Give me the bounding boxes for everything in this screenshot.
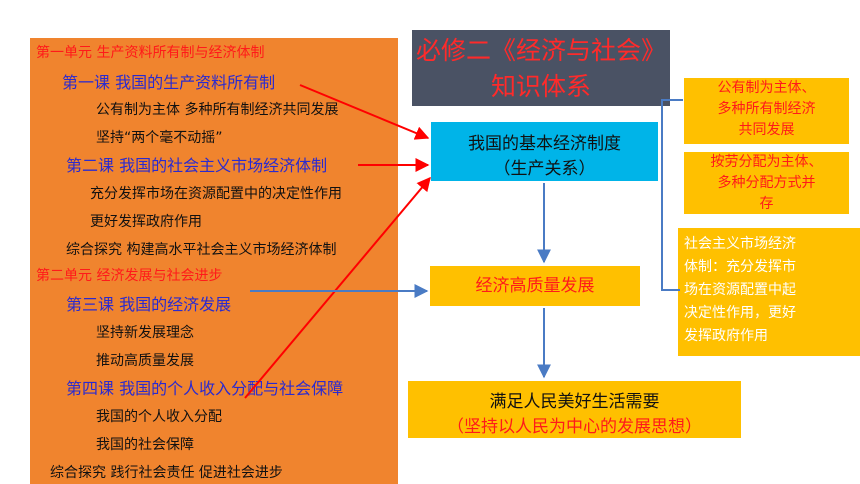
peoples-needs-box: 满足人民美好生活需要 （坚持以人民为中心的发展思想） [408,381,741,438]
system-line1: 我国的基本经济制度 [468,134,621,154]
lesson2-heading: 第二课 我国的社会主义市场经济体制 [66,156,328,175]
lesson1-heading: 第一课 我国的生产资料所有制 [62,73,276,92]
title-line1: 必修二《经济与社会》 [415,36,666,65]
lesson3-heading: 第三课 我国的经济发展 [66,295,232,314]
ownership-box: 公有制为主体、 多种所有制经济 共同发展 [684,78,849,144]
ownership-line3: 共同发展 [738,122,795,138]
distribution-line1: 按劳分配为主体、 [710,154,823,170]
ownership-line2: 多种所有制经济 [717,101,816,117]
ownership-line1: 公有制为主体、 [717,80,816,96]
needs-line1: 满足人民美好生活需要 [489,392,660,412]
lesson3-item-1: 坚持新发展理念 [96,325,194,341]
right-bracket [661,99,683,291]
needs-line2: （坚持以人民为中心的发展思想） [447,417,702,437]
lesson1-item-2: 坚持“两个毫不动摇” [96,130,223,146]
title-line2: 知识体系 [490,72,591,101]
market-economy-box: 社会主义市场经济 体制：充分发挥市 场在资源配置中起 决定性作用，更好 发挥政府… [678,228,860,356]
lesson4-item-1: 我国的个人收入分配 [96,409,222,425]
lesson4-item-2: 我国的社会保障 [96,437,194,453]
unit2-heading: 第二单元 经济发展与社会进步 [36,268,223,284]
explore1-heading: 综合探究 构建高水平社会主义市场经济体制 [66,242,337,258]
market-line3: 场在资源配置中起 [684,282,796,298]
explore2-heading: 综合探究 践行社会责任 促进社会进步 [50,465,283,481]
arrow-lesson4-to-system [244,176,431,399]
left-panel: 第一单元 生产资料所有制与经济体制 第一课 我国的生产资料所有制 公有制为主体 … [30,38,398,484]
title-box: 必修二《经济与社会》 知识体系 [412,30,670,106]
lesson3-item-2: 推动高质量发展 [96,353,194,369]
arrow-lesson1-to-system [299,84,430,140]
market-line5: 发挥政府作用 [684,328,768,344]
lesson1-item-1: 公有制为主体 多种所有制经济共同发展 [96,102,339,118]
lesson2-item-2: 更好发挥政府作用 [90,214,202,230]
distribution-line2: 多种分配方式并 [717,175,816,191]
market-line1: 社会主义市场经济 [684,236,796,252]
market-line4: 决定性作用，更好 [684,305,796,321]
market-line2: 体制：充分发挥市 [684,259,796,275]
lesson4-heading: 第四课 我国的个人收入分配与社会保障 [66,379,344,398]
system-line2: （生产关系） [493,159,596,179]
distribution-box: 按劳分配为主体、 多种分配方式并 存 [684,152,849,214]
lesson2-item-1: 充分发挥市场在资源配置中的决定性作用 [90,186,342,202]
high-quality-development-box: 经济高质量发展 [430,266,640,306]
distribution-line3: 存 [759,196,774,212]
basic-economic-system-box: 我国的基本经济制度 （生产关系） [431,122,658,181]
unit1-heading: 第一单元 生产资料所有制与经济体制 [36,45,265,61]
